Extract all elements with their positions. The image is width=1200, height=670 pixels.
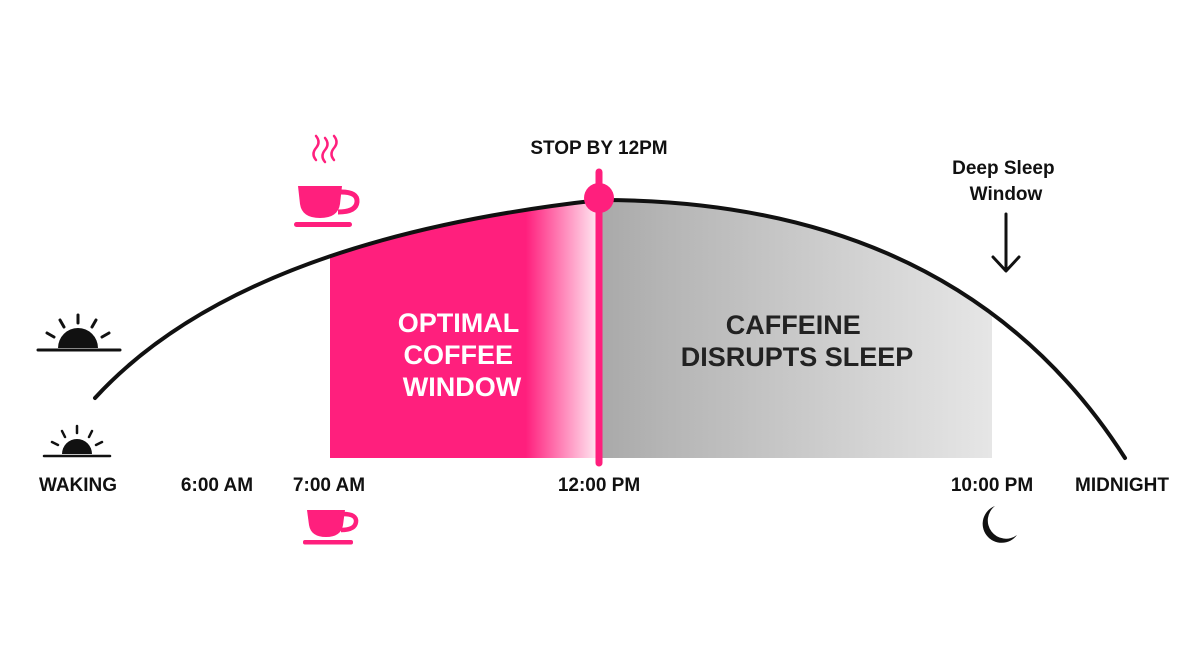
arrow-down-icon <box>991 212 1021 273</box>
noon-marker-dot <box>584 183 614 213</box>
label-7am: 7:00 AM <box>293 475 365 496</box>
stop-by-noon-callout: STOP BY 12PM <box>530 138 667 159</box>
caffeine-disrupts-label: CAFFEINE DISRUPTS SLEEP <box>681 310 914 372</box>
sunrise-small-icon <box>42 424 112 458</box>
optimal-coffee-zone <box>330 200 602 458</box>
label-12pm: 12:00 PM <box>558 475 640 496</box>
label-waking: WAKING <box>39 475 117 496</box>
sunrise-icon <box>36 313 122 352</box>
label-6am: 6:00 AM <box>181 475 253 496</box>
optimal-window-label: OPTIMAL COFFEE WINDOW <box>398 308 527 402</box>
label-midnight: MIDNIGHT <box>1075 475 1169 496</box>
label-10pm: 10:00 PM <box>951 475 1033 496</box>
coffee-cup-icon <box>303 510 359 545</box>
deep-sleep-callout: Deep Sleep Window <box>952 158 1060 205</box>
steaming-coffee-cup-icon <box>294 134 360 227</box>
crescent-moon-icon <box>982 506 1017 543</box>
caffeine-disrupts-zone <box>600 200 992 458</box>
